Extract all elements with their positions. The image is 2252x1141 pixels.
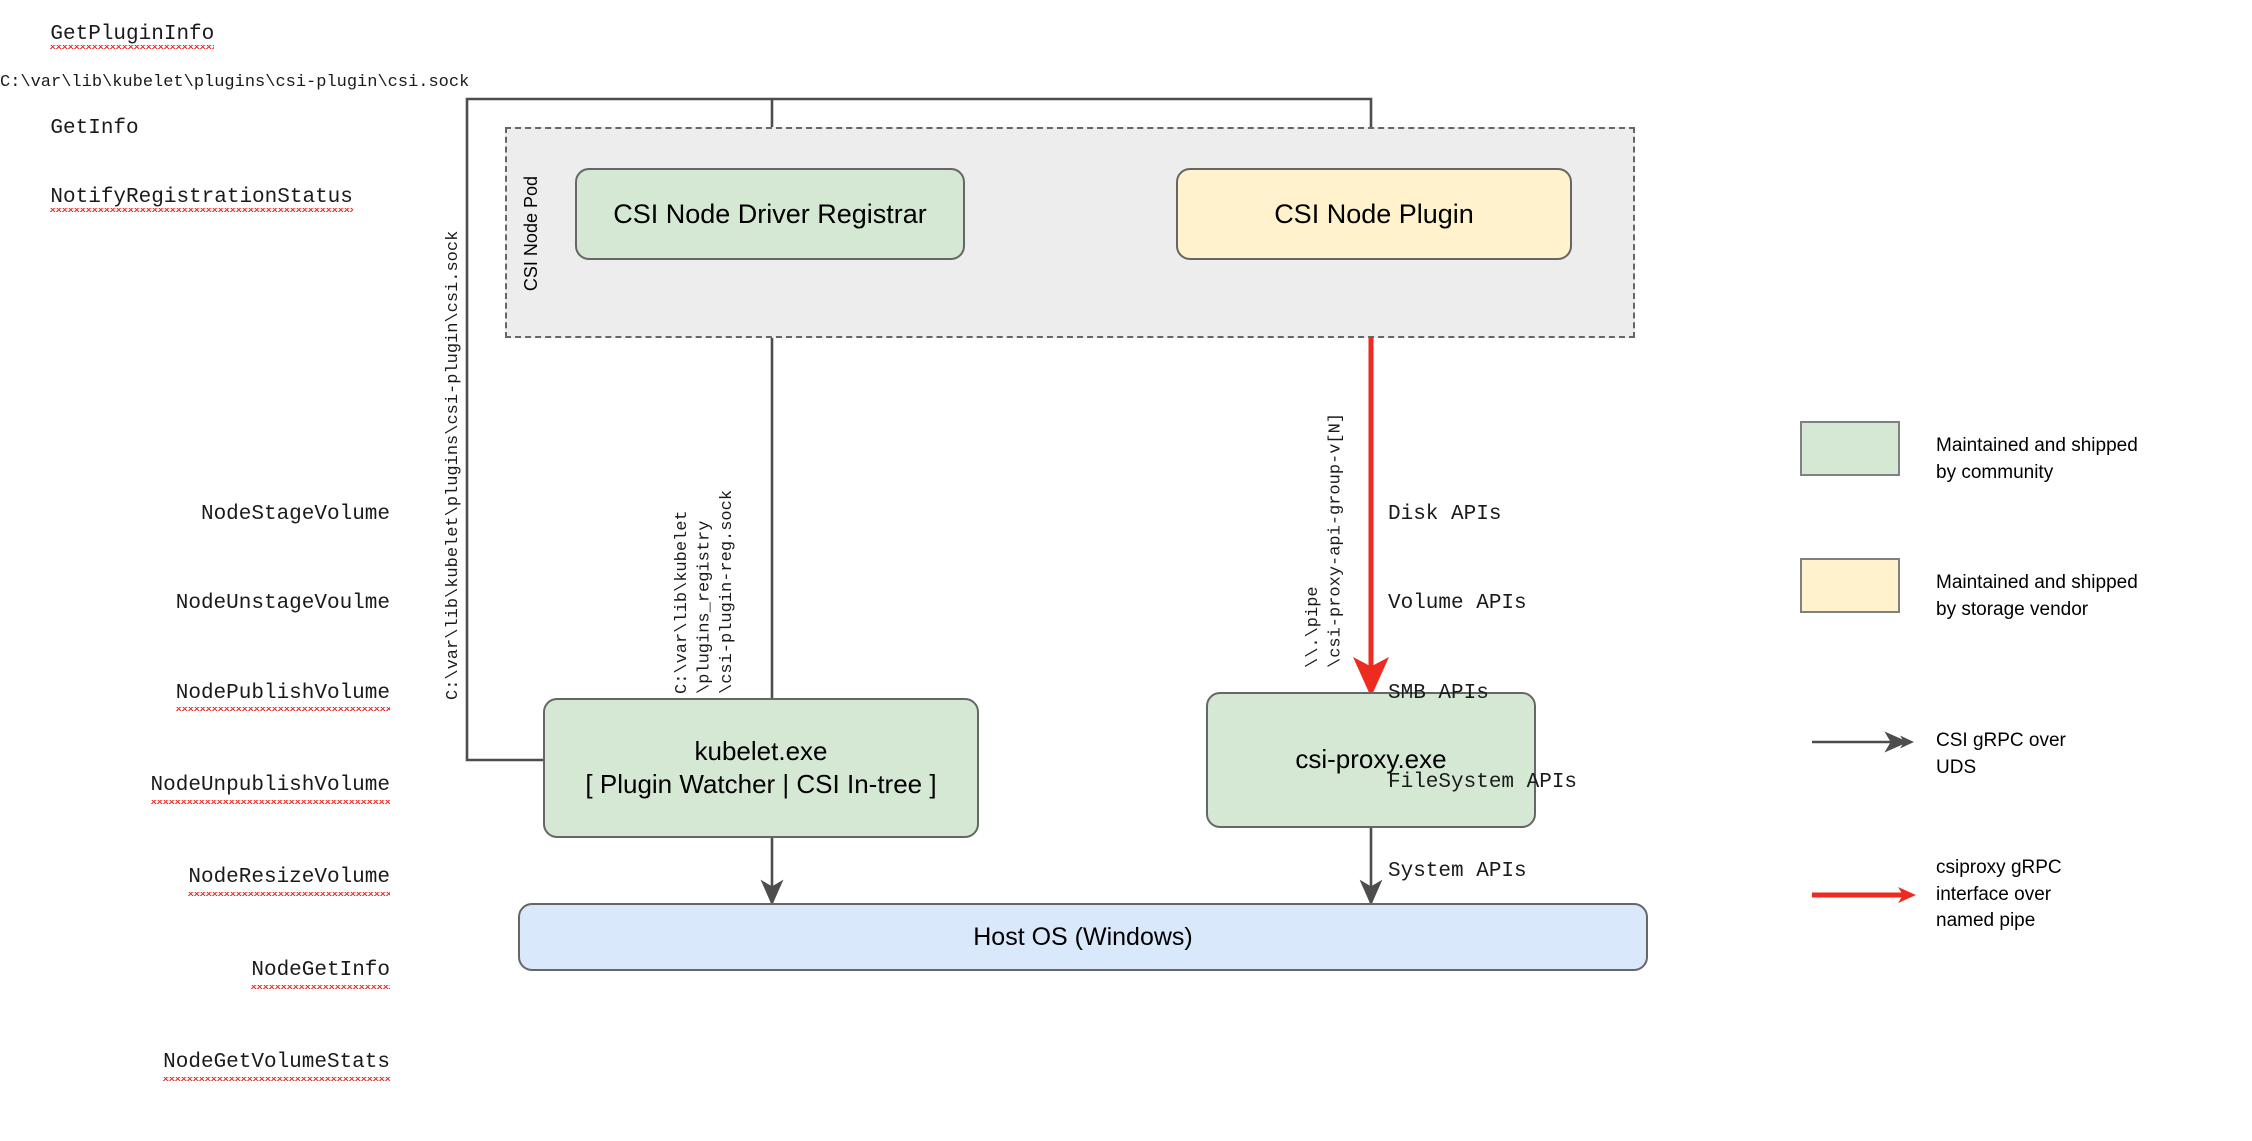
- node-kubelet-exe[interactable]: kubelet.exe [ Plugin Watcher | CSI In-tr…: [543, 698, 979, 838]
- node-api-2: NodePublishVolume: [175, 678, 390, 712]
- list-item: NodeResizeVolume: [50, 863, 390, 896]
- legend-label-csi-grpc: CSI gRPC over UDS: [1936, 730, 2066, 778]
- connector-layer: [465, 97, 1389, 906]
- label-csi-sock-path-top: C:\var\lib\kubelet\plugins\csi-plugin\cs…: [0, 73, 470, 92]
- label-getinfo: GetInfo: [0, 94, 2252, 163]
- node-api-1: NodeUnstageVoulme: [175, 592, 390, 616]
- node-api-list: NodeStageVolume NodeUnstageVoulme NodePu…: [50, 440, 390, 1141]
- label-notify-registration-status-text: NotifyRegistrationStatus: [50, 186, 353, 212]
- legend-arrow-csiproxy-grpc-icon: [1812, 887, 1916, 904]
- list-item: NodeGetInfo: [50, 955, 390, 989]
- csi-node-pod-label: CSI Node Pod: [521, 176, 541, 292]
- proxy-api-list: Disk APIs Volume APIs SMB APIs FileSyste…: [1388, 440, 1577, 947]
- label-get-plugin-info: GetPluginInfo: [0, 0, 2252, 72]
- list-item: Disk APIs: [1388, 500, 1577, 530]
- proxy-api-2: SMB APIs: [1388, 681, 1489, 705]
- list-item: NodePublishVolume: [50, 678, 390, 712]
- node-api-3: NodeUnpublishVolume: [150, 770, 390, 804]
- label-plugins-registry-path: C:\var\lib\kubelet \plugins_registry \cs…: [673, 489, 737, 694]
- legend-label-storage-vendor: Maintained and shipped by storage vendor: [1936, 572, 2138, 620]
- legend-arrow-csi-grpc-icon: [1812, 731, 1914, 753]
- node-api-4: NodeResizeVolume: [188, 863, 390, 896]
- node-api-6: NodeGetVolumeStats: [163, 1048, 390, 1081]
- label-notify-registration-status: NotifyRegistrationStatus: [0, 163, 2252, 235]
- proxy-api-0: Disk APIs: [1388, 502, 1502, 526]
- node-csi-node-plugin[interactable]: CSI Node Plugin: [1176, 168, 1572, 260]
- node-csi-node-driver-registrar[interactable]: CSI Node Driver Registrar: [575, 168, 965, 260]
- list-item: NodeStageVolume: [50, 500, 390, 530]
- proxy-api-1: Volume APIs: [1388, 592, 1527, 616]
- list-item: NodeGetVolumeStats: [50, 1048, 390, 1081]
- list-item: NodeUnstageVoulme: [50, 589, 390, 619]
- legend-label-community: Maintained and shipped by community: [1936, 435, 2138, 483]
- proxy-api-4: System APIs: [1388, 860, 1527, 884]
- label-csi-sock-path-left: C:\var\lib\kubelet\plugins\csi-plugin\cs…: [444, 230, 463, 700]
- proxy-api-3: FileSystem APIs: [1388, 770, 1578, 794]
- list-item: Volume APIs: [1388, 589, 1577, 619]
- label-named-pipe: \\.\pipe \csi-proxy-api-group-v[N]: [1304, 412, 1346, 668]
- list-item: System APIs: [1388, 857, 1577, 887]
- list-item: FileSystem APIs: [1388, 768, 1577, 798]
- diagram-canvas: CSI Node Pod CSI Node Driver Registrar C…: [0, 0, 2252, 1079]
- list-item: NodeUnpublishVolume: [50, 770, 390, 804]
- node-api-5: NodeGetInfo: [251, 955, 390, 989]
- node-host-os[interactable]: Host OS (Windows): [518, 903, 1648, 971]
- legend-swatch-storage-vendor: [1800, 558, 1900, 614]
- legend-swatch-community: [1800, 421, 1900, 477]
- node-csi-proxy-exe[interactable]: csi-proxy.exe: [1206, 692, 1536, 828]
- legend-label-csiproxy-grpc: csiproxy gRPC interface over named pipe: [1936, 857, 2062, 931]
- connector-getplugininfo: [465, 97, 1383, 762]
- list-item: SMB APIs: [1388, 679, 1577, 709]
- label-getinfo-text: GetInfo: [50, 117, 139, 141]
- node-api-0: NodeStageVolume: [200, 502, 390, 526]
- label-get-plugin-info-text: GetPluginInfo: [50, 23, 215, 49]
